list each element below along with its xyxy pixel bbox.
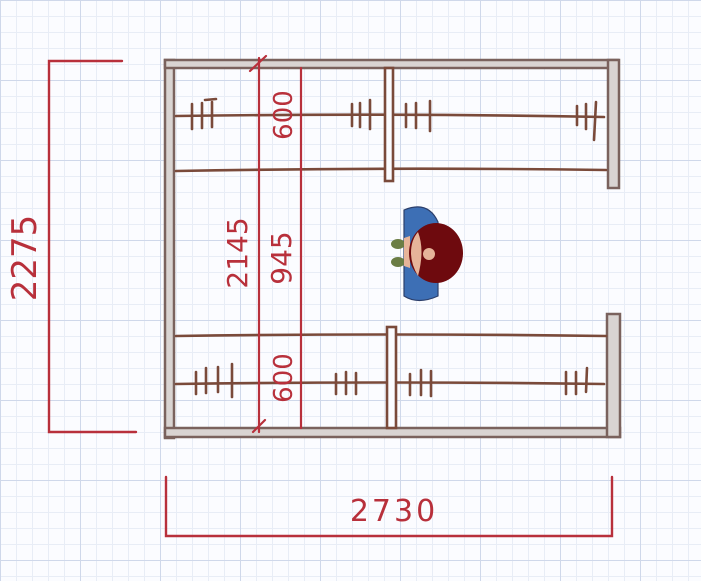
bottom-closet-divider — [385, 325, 398, 430]
internal-dimension-lines — [248, 54, 303, 434]
bottom-depth-label: 600 — [269, 353, 299, 403]
inner-height-tick-bottom — [251, 418, 267, 434]
total-width-bracket — [164, 475, 614, 538]
person-top-view-icon — [391, 206, 463, 302]
inner-height-tick-top — [248, 54, 268, 73]
bottom-closet — [174, 325, 608, 430]
top-depth-label: 600 — [269, 90, 299, 140]
inner-height-label: 2145 — [221, 217, 254, 288]
total-width-label: 2730 — [350, 494, 438, 529]
total-height-bracket — [47, 59, 138, 434]
top-closet-divider — [383, 66, 395, 183]
bottom-closet-hangers — [194, 362, 589, 399]
top-closet-hangers — [190, 97, 598, 142]
top-closet — [174, 66, 608, 183]
outer-dimension-lines — [47, 59, 614, 538]
total-height-label: 2275 — [5, 215, 45, 302]
aisle-width-label: 945 — [265, 231, 298, 284]
